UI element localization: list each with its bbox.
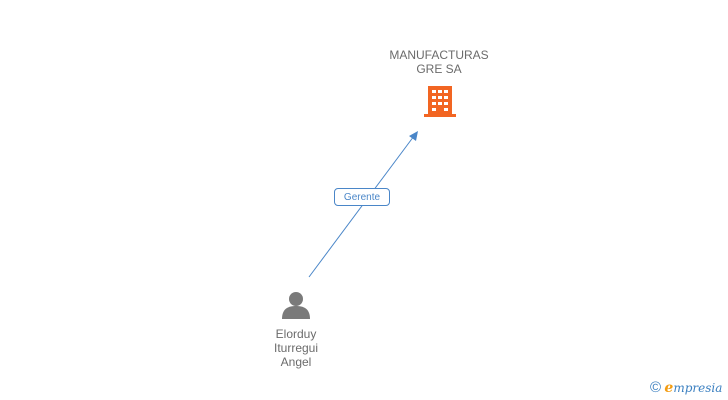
- company-node-label[interactable]: MANUFACTURAS GRE SA: [364, 48, 514, 76]
- brand-initial: e: [664, 380, 674, 396]
- edge-label-badge: Gerente: [334, 188, 390, 206]
- edge-arrowhead: [409, 131, 418, 141]
- person-name-line-1: Elorduy: [275, 327, 317, 341]
- copyright-icon: ©: [650, 379, 662, 396]
- edge-line: [308, 135, 415, 278]
- brand-rest: mpresia: [673, 381, 723, 395]
- building-icon[interactable]: [424, 86, 456, 117]
- person-node-label[interactable]: Elorduy Iturregui Angel: [246, 327, 346, 369]
- person-name-line-3: Angel: [280, 355, 312, 369]
- person-name-line-2: Iturregui: [273, 341, 319, 355]
- empresia-logo: empresia: [664, 380, 722, 396]
- company-name-line-1: MANUFACTURAS: [389, 48, 489, 62]
- footer-brand[interactable]: © empresia: [650, 379, 722, 397]
- company-name-line-2: GRE SA: [416, 62, 462, 76]
- person-icon[interactable]: [282, 292, 310, 319]
